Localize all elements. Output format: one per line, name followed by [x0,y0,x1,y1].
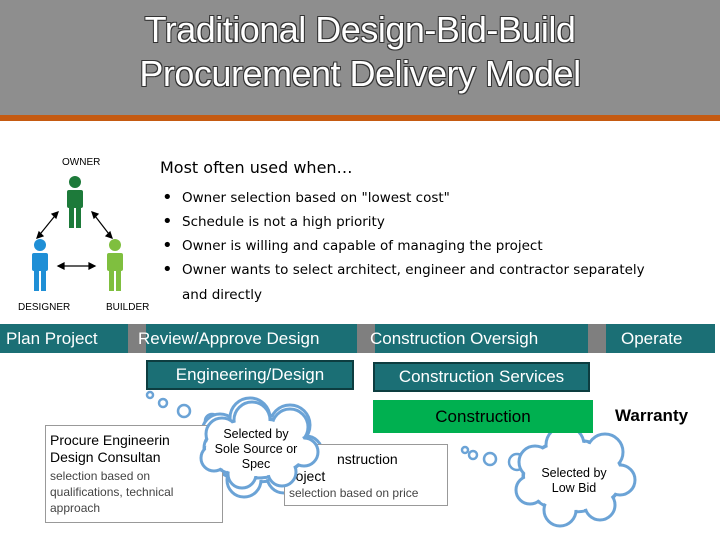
arrow-head [91,211,100,220]
procure-title-line1: Procure Engineerin [50,432,170,448]
low-bid-bubble-text: Selected by Low Bid [522,466,626,496]
conditions-list: Owner selection based on "lowest cost" S… [160,186,705,282]
procure-engineering-box: Procure Engineerin Design Consultan sele… [45,425,223,523]
warranty-label: Warranty [615,406,689,425]
procure-construction-box: nstruction roject selection based on pri… [284,444,448,506]
sole-line1: Selected by [223,427,289,441]
header-band [0,0,720,115]
owner-label: OWNER [62,157,101,168]
sole-line2: Sole Source or [214,442,298,456]
phase-plan-project: Plan Project [6,329,98,348]
condition-item: Owner selection based on "lowest cost" [160,186,705,210]
slide-title: Traditional Design-Bid-Build Procurement… [0,8,720,96]
engineering-design-label: Engineering/Design [175,365,325,384]
builder-person-icon [107,239,123,291]
phase-separator [128,324,146,353]
phase-review-design: Review/Approve Design [138,329,320,348]
owner-person-icon [67,176,83,228]
header-accent-rule [0,115,720,121]
arrow-head [104,230,113,239]
construction-box: Construction [373,400,593,433]
construction-label: Construction [435,407,531,426]
phase-separator [588,324,606,353]
condition-item: Owner is willing and capable of managing… [160,234,705,258]
arrow-head [88,262,97,270]
procure-sub-line3: approach [50,501,101,515]
low-line1: Selected by [541,466,607,480]
designer-person-icon [32,239,48,291]
phase-construction-oversight: Construction Oversigh [370,329,539,348]
phase-separator [357,324,375,353]
engineering-design-box: Engineering/Design [146,360,354,390]
condition-item: Schedule is not a high priority [160,210,705,234]
condition-item-continuation: and directly [182,287,263,303]
condition-item: Owner wants to select architect, enginee… [160,258,705,282]
slide-title-line1: Traditional Design-Bid-Build [144,9,576,50]
relationship-arrows [36,211,113,270]
builder-label: BUILDER [106,302,150,313]
arrow-head [56,262,65,270]
sole-source-bubble-text: Selected by Sole Source or Spec [200,427,312,472]
designer-label: DESIGNER [18,302,71,313]
arrow-head [50,211,59,220]
sole-line3: Spec [241,457,271,471]
procure-sub-line1: selection based on [50,469,151,483]
procure-title-line2: Design Consultan [50,449,161,465]
arrow-head [36,230,45,239]
low-line2: Low Bid [551,481,597,495]
construction-services-label: Construction Services [398,367,565,386]
conditions-heading: Most often used when… [160,158,353,177]
procure-sub-line2: qualifications, technical [50,485,174,499]
slide-title-line2: Procurement Delivery Model [139,53,581,94]
construct-sub-line: selection based on price [289,486,419,500]
phase-operate: Operate [621,329,683,348]
low-bid-cloud-fill [518,428,633,524]
construct-title-line1: nstruction [337,451,398,467]
construct-title-line2: roject [291,468,326,484]
construction-services-box: Construction Services [373,362,590,392]
